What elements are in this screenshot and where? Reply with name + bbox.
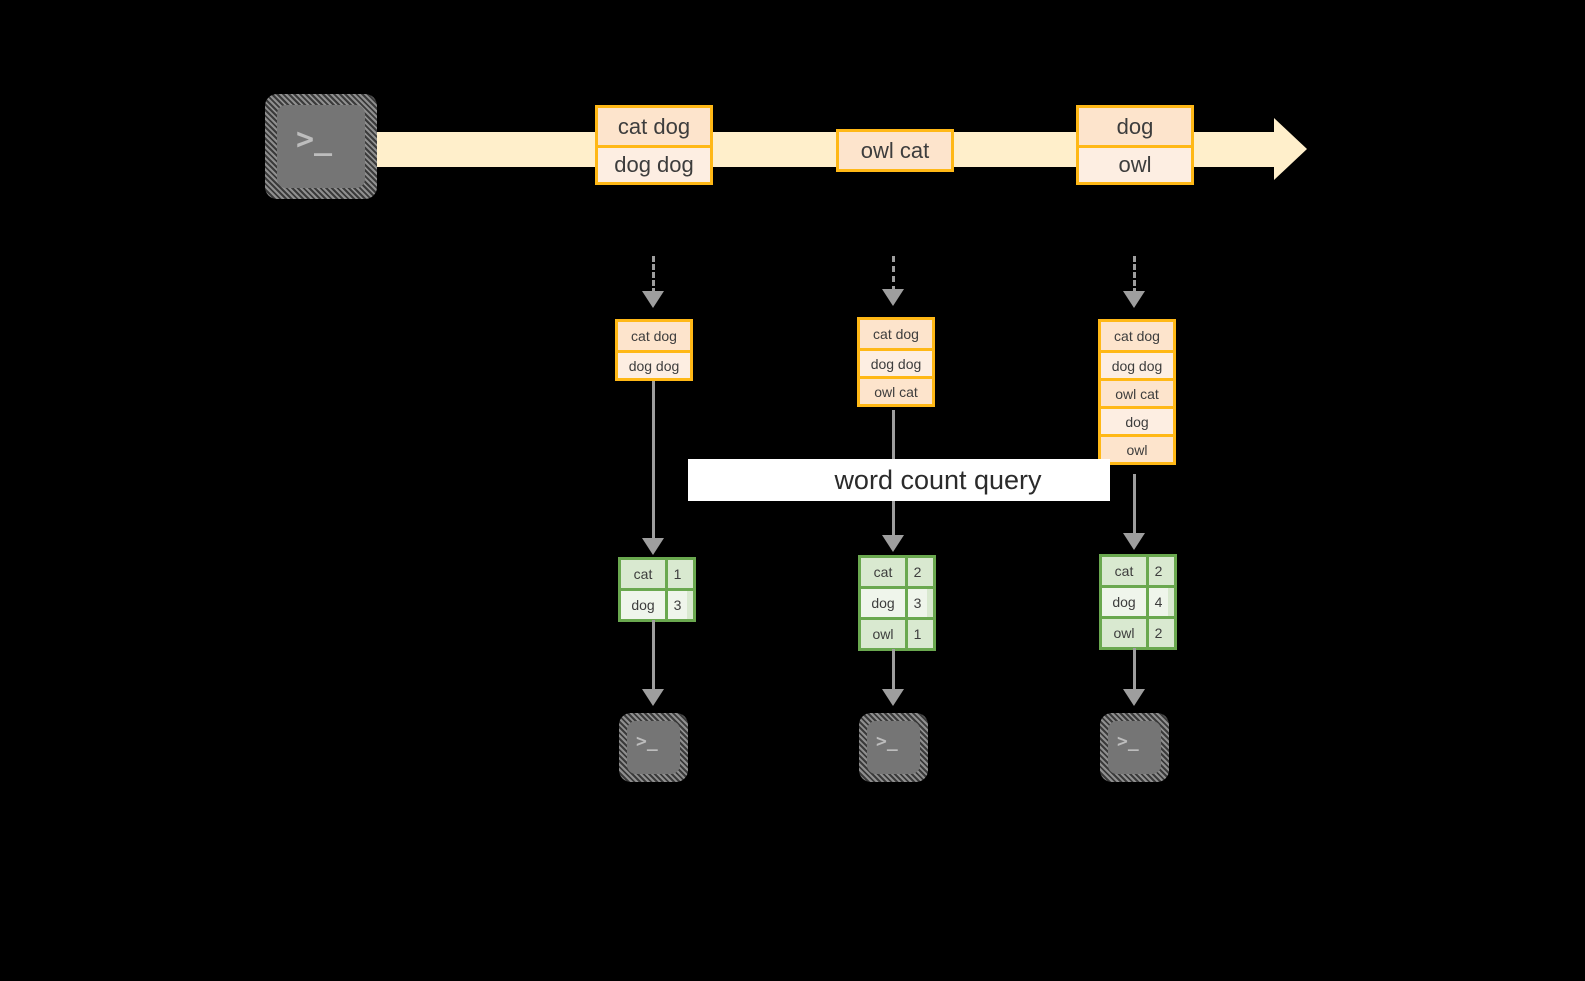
result-word: dog — [621, 591, 665, 619]
snapshot-line: dog dog — [860, 348, 932, 376]
snapshot-line: cat dog — [631, 328, 677, 344]
snapshot-line: owl cat — [860, 376, 932, 404]
query-label-text: word count query — [834, 464, 1042, 495]
result-table-1: cat 1 dog 3 — [618, 557, 696, 622]
stream-to-snapshot-arrowhead-3 — [1123, 291, 1145, 308]
terminal-face — [277, 105, 365, 188]
result-to-consumer-arrowhead-3 — [1123, 689, 1145, 706]
table-row: cat 2 — [1102, 557, 1174, 585]
terminal-prompt-glyph: >_ — [876, 731, 898, 752]
snapshot-to-result-arrowhead-2 — [882, 535, 904, 552]
result-to-consumer-arrowhead-1 — [642, 689, 664, 706]
snapshot-to-result-connector-1 — [652, 381, 655, 541]
table-row: owl 1 — [861, 617, 933, 648]
result-word: owl — [861, 620, 905, 648]
producer-terminal-icon: >_ — [265, 94, 377, 199]
snapshot-line: cat dog — [873, 326, 919, 342]
snapshot-to-result-arrowhead-3 — [1123, 533, 1145, 550]
stream-event-3: dog owl — [1076, 105, 1194, 185]
table-row: owl 2 — [1102, 616, 1174, 647]
consumer-terminal-icon-1: >_ — [619, 713, 688, 782]
result-count: 4 — [1146, 588, 1168, 616]
terminal-prompt-glyph: >_ — [296, 122, 333, 157]
result-word: cat — [1102, 557, 1146, 585]
result-word: cat — [621, 560, 665, 588]
stream-to-snapshot-connector-3 — [1133, 256, 1136, 294]
table-row: dog 4 — [1102, 585, 1174, 616]
snapshot-to-result-connector-3 — [1133, 474, 1136, 536]
result-to-consumer-connector-1 — [652, 620, 655, 692]
table-row: dog 3 — [621, 588, 693, 619]
result-count: 1 — [905, 620, 927, 648]
table-row: cat 1 — [621, 560, 693, 588]
table-row: dog 3 — [861, 586, 933, 617]
stream-event-line: dog — [1116, 113, 1154, 139]
result-count: 3 — [665, 591, 687, 619]
terminal-face — [627, 721, 680, 774]
stream-event-line: cat dog — [617, 113, 691, 139]
stream-event-line: dog dog — [598, 145, 710, 182]
snapshot-line: owl cat — [1101, 378, 1173, 406]
snapshot-line: dog dog — [618, 350, 690, 378]
stream-event-line: owl — [1079, 145, 1191, 182]
result-to-consumer-connector-2 — [892, 649, 895, 692]
stream-event-1: cat dog dog dog — [595, 105, 713, 185]
result-count: 1 — [665, 560, 687, 588]
snapshot-1: cat dog dog dog — [615, 319, 693, 381]
snapshot-line: dog — [1101, 406, 1173, 434]
result-table-2: cat 2 dog 3 owl 1 — [858, 555, 936, 651]
result-to-consumer-arrowhead-2 — [882, 689, 904, 706]
result-word: owl — [1102, 619, 1146, 647]
stream-to-snapshot-arrowhead-1 — [642, 291, 664, 308]
result-count: 3 — [905, 589, 927, 617]
snapshot-line: cat dog — [1114, 328, 1160, 344]
result-count: 2 — [1146, 557, 1168, 585]
terminal-face — [1108, 721, 1161, 774]
snapshot-2: cat dog dog dog owl cat — [857, 317, 935, 407]
result-to-consumer-connector-3 — [1133, 648, 1136, 692]
terminal-prompt-glyph: >_ — [1117, 731, 1139, 752]
result-word: cat — [861, 558, 905, 586]
result-word: dog — [861, 589, 905, 617]
terminal-face — [867, 721, 920, 774]
snapshot-to-result-arrowhead-1 — [642, 538, 664, 555]
result-table-3: cat 2 dog 4 owl 2 — [1099, 554, 1177, 650]
snapshot-line: owl — [1101, 434, 1173, 462]
stream-to-snapshot-arrowhead-2 — [882, 289, 904, 306]
result-count: 2 — [1146, 619, 1168, 647]
snapshot-3: cat dog dog dog owl cat dog owl — [1098, 319, 1176, 465]
query-label-band: word count query — [688, 459, 1110, 501]
stream-to-snapshot-connector-1 — [652, 256, 655, 294]
terminal-prompt-glyph: >_ — [636, 731, 658, 752]
stream-event-line: owl cat — [860, 137, 930, 163]
table-row: cat 2 — [861, 558, 933, 586]
result-word: dog — [1102, 588, 1146, 616]
stream-to-snapshot-connector-2 — [892, 256, 895, 292]
consumer-terminal-icon-2: >_ — [859, 713, 928, 782]
result-count: 2 — [905, 558, 927, 586]
snapshot-line: dog dog — [1101, 350, 1173, 378]
stream-event-2: owl cat — [836, 129, 954, 172]
stream-arrow-head — [1274, 118, 1307, 180]
consumer-terminal-icon-3: >_ — [1100, 713, 1169, 782]
